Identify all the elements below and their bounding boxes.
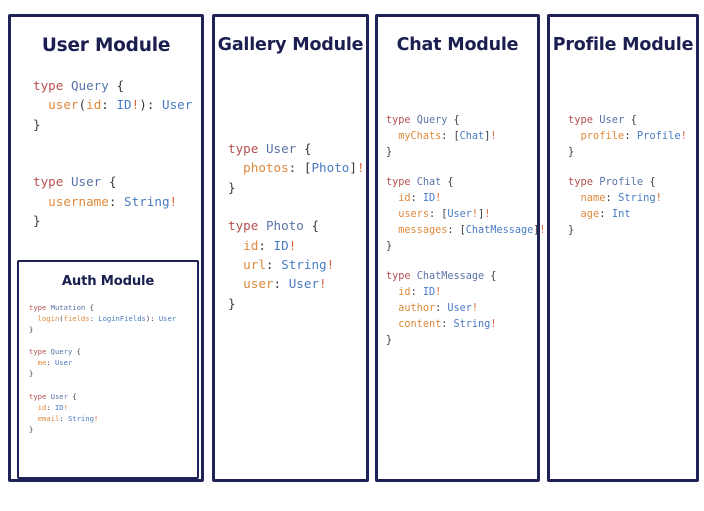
module-title-chat: Chat Module [396, 35, 519, 55]
code-line: type User { [29, 391, 77, 401]
code-line: } [568, 145, 575, 158]
schema-type-block: type Query { user(id: ID!): User} [33, 76, 201, 134]
code-line: type User { [33, 174, 117, 190]
code-line: content: String! [398, 318, 497, 330]
module-panel-profile[interactable]: Profile Module type User { profile: Prof… [547, 14, 699, 482]
code-line: profile: Profile! [580, 129, 687, 142]
code-line: type Profile { [568, 176, 656, 189]
code-line: photos: [Photo]! [243, 160, 365, 176]
code-line: type Query { [29, 347, 81, 357]
code-line: me: User [37, 358, 73, 368]
code-line: type Mutation { [29, 303, 94, 312]
code-line: user: User! [243, 276, 327, 292]
code-line: type User { [568, 114, 637, 126]
code-line: } [29, 424, 34, 434]
schema-code-auth: type Mutation { login(fields: LoginField… [29, 302, 197, 435]
schema-type-block: type Query { myChats: [Chat]!} [386, 113, 537, 160]
code-line: } [29, 325, 34, 335]
code-line: email: String! [37, 413, 99, 423]
code-line: name: String! [580, 192, 662, 205]
code-line: login(fields: LoginFields): User [37, 314, 177, 324]
schema-type-block: type Mutation { login(fields: LoginField… [29, 302, 197, 335]
code-line: id: ID! [243, 237, 297, 253]
schema-code-chat: type Query { myChats: [Chat]!}type Chat … [386, 113, 546, 348]
schema-code-gallery: type User { photos: [Photo]!}type Photo … [228, 139, 366, 313]
code-line: url: String! [243, 257, 335, 273]
code-block-gap [568, 160, 696, 175]
schema-code-profile: type User { profile: Profile!}type Profi… [568, 113, 696, 239]
schema-type-block: type User { id: ID! email: String!} [29, 391, 197, 435]
schema-type-block: type User { photos: [Photo]!} [228, 139, 366, 197]
code-line: messages: [ChatMessage]! [398, 224, 546, 236]
code-block-gap [29, 380, 197, 391]
module-title-gallery: Gallery Module [217, 35, 364, 55]
schema-type-block: type User { username: String!} [33, 172, 201, 230]
code-line: } [29, 369, 34, 379]
code-line: username: String! [48, 193, 178, 209]
code-block-gap [29, 335, 197, 346]
schema-type-block: type User { profile: Profile!} [568, 113, 696, 160]
code-line: } [228, 179, 236, 195]
code-block-gap [386, 160, 537, 175]
code-line: } [228, 295, 236, 311]
code-line: } [33, 213, 41, 229]
schema-type-block: type Chat { id: ID! users: [User!]! mess… [386, 175, 546, 254]
schema-type-block: type Photo { id: ID! url: String! user: … [228, 216, 366, 313]
module-title-user: User Module [41, 35, 171, 56]
module-title-auth: Auth Module [61, 274, 155, 289]
code-line: id: ID! [398, 287, 442, 299]
module-panel-user[interactable]: User Module type Query { user(id: ID!): … [8, 14, 204, 482]
code-line: type Query { [33, 78, 125, 93]
code-line: } [568, 223, 575, 236]
module-panel-gallery[interactable]: Gallery Module type User { photos: [Phot… [212, 14, 369, 482]
schema-type-block: type ChatMessage { id: ID! author: User!… [386, 269, 537, 348]
code-block-gap [386, 254, 537, 269]
code-line: } [33, 116, 41, 132]
module-title-profile: Profile Module [552, 35, 694, 55]
module-panel-chat[interactable]: Chat Module type Query { myChats: [Chat]… [375, 14, 546, 482]
code-line: id: ID! [398, 193, 442, 205]
code-line: age: Int [580, 207, 631, 220]
code-line: type User { [228, 141, 312, 156]
code-line: author: User! [398, 302, 479, 314]
code-line: type Photo { [228, 218, 320, 234]
code-line: } [386, 240, 393, 252]
code-line: myChats: [Chat]! [398, 130, 497, 142]
code-line: user(id: ID!): User [48, 97, 193, 113]
code-line: type Chat { [386, 177, 454, 189]
code-line: users: [User!]! [398, 208, 491, 220]
code-line: id: ID! [37, 402, 68, 412]
code-line: type Query { [386, 115, 460, 126]
code-line: type ChatMessage { [386, 271, 497, 283]
code-block-gap [33, 134, 201, 172]
code-line: } [386, 334, 393, 346]
module-panel-auth[interactable]: Auth Module type Mutation { login(fields… [17, 260, 199, 479]
schema-type-block: type Query { me: User} [29, 346, 197, 379]
schema-type-block: type Profile { name: String! age: Int} [568, 175, 696, 238]
code-line: } [386, 146, 393, 158]
schema-code-user: type Query { user(id: ID!): User}type Us… [33, 76, 201, 230]
code-block-gap [228, 197, 366, 216]
